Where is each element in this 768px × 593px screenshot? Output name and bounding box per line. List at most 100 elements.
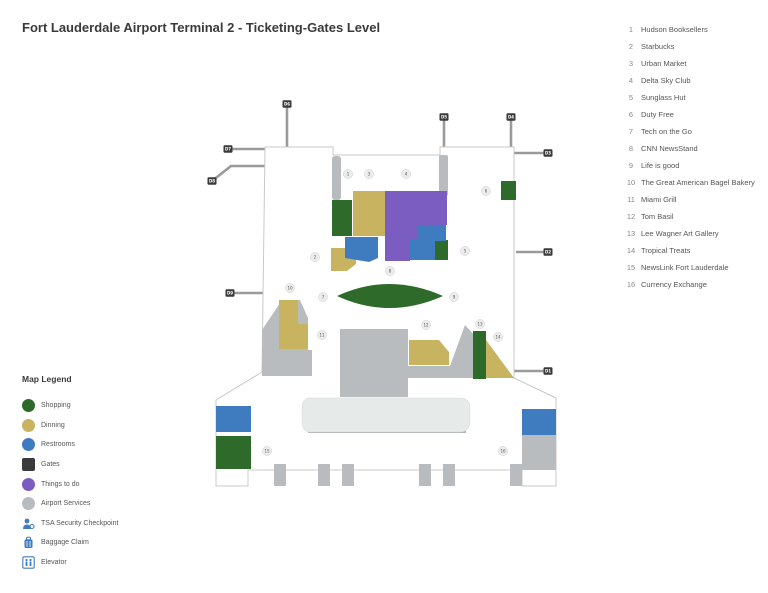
elevator-icon — [22, 556, 35, 569]
map-pin[interactable]: 5 — [460, 246, 470, 256]
map-pin-label: 9 — [453, 295, 456, 300]
gate-marker[interactable]: D7 — [223, 145, 233, 153]
poi-item[interactable]: 8 CNN NewsStand — [622, 140, 755, 157]
gate-marker[interactable]: D4 — [506, 113, 516, 121]
restroom — [216, 406, 251, 432]
delta-sky-club[interactable] — [385, 191, 447, 261]
gate-label: D9 — [227, 291, 233, 296]
map-pin[interactable]: 12 — [421, 320, 431, 330]
shop-hudson-booksellers — [332, 200, 352, 236]
map-pin[interactable]: 8 — [385, 266, 395, 276]
gate-badge — [543, 367, 553, 375]
map-pin[interactable]: 14 — [493, 332, 503, 342]
map-pin[interactable]: 6 — [481, 186, 491, 196]
gate-badge — [439, 113, 449, 121]
poi-name: NewsLink Fort Lauderdale — [641, 263, 729, 272]
poi-name: CNN NewsStand — [641, 144, 698, 153]
legend-square-swatch — [22, 458, 35, 472]
legend-label: Dinning — [41, 421, 65, 429]
poi-name: Urban Market — [641, 59, 687, 68]
airport-services-area — [342, 464, 354, 486]
poi-number: 15 — [626, 263, 636, 272]
poi-name: Sunglass Hut — [641, 93, 686, 102]
map-pin[interactable]: 10 — [285, 283, 295, 293]
poi-number: 6 — [628, 110, 634, 119]
gate-marker[interactable]: D1 — [543, 367, 553, 375]
map-pin[interactable]: 9 — [449, 292, 459, 302]
map-pin[interactable]: 13 — [475, 319, 485, 329]
gate-marker[interactable]: D3 — [543, 149, 553, 157]
map-pin-label: 14 — [495, 335, 501, 340]
poi-item[interactable]: 6 Duty Free — [622, 106, 755, 123]
map-pin[interactable]: 3 — [364, 169, 374, 179]
map-pin-label: 4 — [405, 172, 408, 177]
poi-item[interactable]: 15 NewsLink Fort Lauderdale — [622, 259, 755, 276]
legend-label: TSA Security Checkpoint — [41, 519, 119, 527]
poi-number: 8 — [628, 144, 634, 153]
shop-currency-exchange — [216, 436, 251, 469]
map-pin-label: 6 — [485, 189, 488, 194]
map-pin[interactable]: 2 — [310, 252, 320, 262]
legend-item: Dinning — [22, 416, 118, 436]
baggage-icon — [22, 536, 35, 549]
gate-label: D6 — [284, 102, 290, 107]
gate-label: D1 — [545, 369, 551, 374]
gate-marker[interactable]: D5 — [439, 113, 449, 121]
airport-services-area — [439, 155, 448, 196]
poi-name: Hudson Booksellers — [641, 25, 708, 34]
airport-services-area — [318, 464, 330, 486]
poi-item[interactable]: 9 Life is good — [622, 157, 755, 174]
map-pin-label: 7 — [322, 295, 325, 300]
legend-label: Gates — [41, 461, 60, 469]
poi-number: 9 — [628, 161, 634, 170]
map-pin[interactable]: 15 — [262, 446, 272, 456]
map-pin[interactable]: 1 — [343, 169, 353, 179]
poi-number: 12 — [626, 212, 636, 221]
airport-services-area — [510, 464, 522, 486]
legend-item: Restrooms — [22, 435, 118, 455]
map-pin[interactable]: 4 — [401, 169, 411, 179]
legend-item: Gates — [22, 455, 118, 475]
poi-name: Life is good — [641, 161, 680, 170]
map-pin[interactable]: 16 — [498, 446, 508, 456]
poi-name: Duty Free — [641, 110, 674, 119]
gate-marker[interactable]: D8 — [207, 177, 217, 185]
poi-name: Tech on the Go — [641, 127, 692, 136]
gate-marker[interactable]: D6 — [282, 100, 292, 108]
map-pin-circle — [498, 446, 508, 456]
gate-label: D3 — [545, 151, 551, 156]
legend-label: Shopping — [41, 402, 71, 410]
gate-badge — [225, 289, 235, 297]
map-pin-circle — [475, 319, 485, 329]
restroom — [345, 237, 378, 262]
map-pin-label: 13 — [477, 322, 483, 327]
gate-label: D8 — [209, 179, 215, 184]
map-pin-circle — [481, 186, 491, 196]
gate-marker[interactable]: D2 — [543, 248, 553, 256]
map-pin[interactable]: 7 — [318, 292, 328, 302]
legend-circle-swatch — [22, 418, 35, 432]
poi-number: 4 — [628, 76, 634, 85]
legend-item: Elevator — [22, 553, 118, 573]
map-pin[interactable]: 11 — [317, 330, 327, 340]
gate-marker[interactable]: D9 — [225, 289, 235, 297]
gate-label: D5 — [441, 115, 447, 120]
legend-item: Baggage Claim — [22, 533, 118, 553]
gate-label: D4 — [508, 115, 514, 120]
map-pin-label: 2 — [314, 255, 317, 260]
